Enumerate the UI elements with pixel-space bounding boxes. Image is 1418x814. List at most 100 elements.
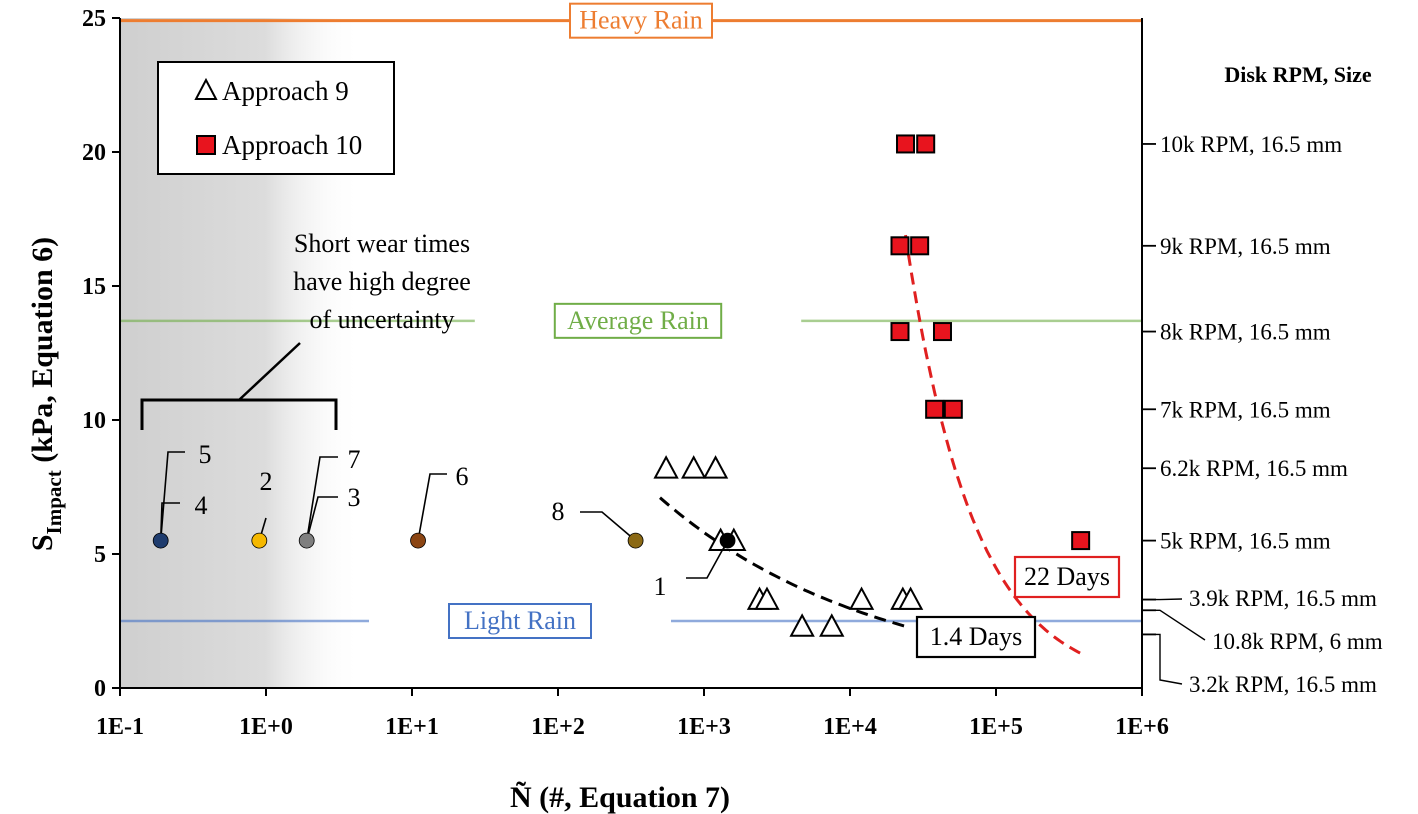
approach-9-point <box>789 613 815 637</box>
approach-9-point <box>897 586 924 610</box>
point-label: 8 <box>552 497 565 526</box>
point-label: 3 <box>348 483 361 512</box>
y-tick-label: 25 <box>82 6 106 32</box>
numbered-point <box>152 532 169 549</box>
approach-10-point <box>890 236 910 256</box>
numbered-point <box>410 532 426 549</box>
reference-label: Heavy Rain <box>579 6 702 35</box>
legend-triangle-marker <box>194 77 218 100</box>
x-tick-label: 1E+0 <box>239 714 293 740</box>
annotation-line: of uncertainty <box>309 305 454 334</box>
x-axis-title: Ñ (#, Equation 7) <box>510 781 730 814</box>
approach-9-point <box>848 586 875 610</box>
point-label: 5 <box>199 440 212 469</box>
point-label: 2 <box>260 467 273 496</box>
y-axis-title-main: S <box>26 534 59 551</box>
reference-label-box <box>569 2 713 39</box>
y-tick-label: 15 <box>82 274 106 300</box>
x-tick-label: 1E+6 <box>1115 714 1169 740</box>
approach-10-point <box>925 399 945 419</box>
approach-10-point <box>890 322 910 342</box>
approach-10-trend-line <box>904 234 1082 655</box>
right-axis-tick-label: 6.2k RPM, 16.5 mm <box>1160 456 1348 481</box>
right-axis-leader <box>1142 633 1183 685</box>
legend: Approach 9 Approach 10 <box>157 61 395 175</box>
reference-label: Average Rain <box>567 306 709 335</box>
x-tick-label: 1E-1 <box>96 714 144 740</box>
right-axis-tick-label: 3.2k RPM, 16.5 mm <box>1189 672 1377 697</box>
approach-10-point <box>896 134 916 154</box>
legend-entry-approach-9: Approach 9 <box>222 76 349 106</box>
y-tick-label: 10 <box>82 408 106 434</box>
point-label-leader <box>580 511 637 542</box>
point-label-leader <box>305 456 338 541</box>
approach-9-point <box>754 586 780 610</box>
approach-10-point <box>916 134 936 154</box>
y-axis-title-sub: Impact <box>42 470 66 534</box>
reference-label-box <box>553 302 723 339</box>
x-tick-label: 1E+4 <box>823 714 877 740</box>
approach-10-point <box>1071 531 1091 551</box>
point-label-leader <box>159 502 180 541</box>
right-axis-tick-label: 8k RPM, 16.5 mm <box>1160 320 1331 345</box>
approach-9-point <box>819 613 845 637</box>
trend-end-label-box <box>915 615 1037 659</box>
point-label-leader <box>159 451 185 541</box>
annotation-pointer <box>238 342 301 401</box>
text-labels: 1.4 Days 22 Days 5 4 2 7 3 6 8 1 Short wear times h… <box>140 229 1121 659</box>
reference-label-box <box>448 603 592 639</box>
approach-9-point <box>653 455 679 479</box>
approach-10-point <box>910 236 930 256</box>
approach-9-point <box>681 455 707 479</box>
right-axis-leader <box>1142 598 1183 601</box>
right-axis-tick-label: 10.8k RPM, 6 mm <box>1212 629 1383 654</box>
right-axis: Disk RPM, Size 10k RPM, 16.5 mm 9k RPM, 16… <box>1142 62 1383 697</box>
trend-end-label-box <box>1013 555 1121 599</box>
point-label: 7 <box>348 445 361 474</box>
trend-end-label: 22 Days <box>1024 562 1110 591</box>
right-axis-title: Disk RPM, Size <box>1224 62 1372 87</box>
point-label-leader <box>686 540 729 579</box>
approach-10-point <box>932 322 952 342</box>
right-axis-tick-label: 7k RPM, 16.5 mm <box>1160 397 1331 422</box>
reference-label: Light Rain <box>464 606 576 635</box>
numbered-point <box>627 532 644 549</box>
annotation-line: have high degree <box>293 267 471 296</box>
right-axis-tick-label: 10k RPM, 16.5 mm <box>1160 132 1342 157</box>
legend-square-marker <box>196 135 216 155</box>
legend-box <box>157 61 395 175</box>
right-axis-tick-label: 5k RPM, 16.5 mm <box>1160 529 1331 554</box>
y-tick-label: 0 <box>94 676 106 702</box>
numbered-point <box>298 532 315 549</box>
y-tick-label: 5 <box>94 542 106 568</box>
legend-entry-approach-10: Approach 10 <box>222 130 362 160</box>
y-axis-title-rest: (kPa, Equation 6) <box>26 237 59 470</box>
label-leaders <box>159 451 729 579</box>
approach-10-point <box>943 399 963 419</box>
right-axis-leader <box>1142 609 1206 641</box>
y-axis-title: SImpact (kPa, Equation 6) <box>26 237 66 551</box>
annotation-line: Short wear times <box>294 229 470 258</box>
x-tick-label: 1E+1 <box>385 714 439 740</box>
point-label-leader <box>305 496 338 541</box>
point-label: 4 <box>195 491 208 520</box>
numbered-point <box>719 532 736 549</box>
x-tick-label: 1E+2 <box>531 714 585 740</box>
right-axis-tick-label: 3.9k RPM, 16.5 mm <box>1189 586 1377 611</box>
approach-9-point <box>702 455 729 479</box>
trend-lines <box>659 234 1082 655</box>
y-tick-label: 20 <box>82 140 106 166</box>
numbered-point <box>251 532 268 549</box>
x-tick-label: 1E+3 <box>677 714 731 740</box>
x-tick-label: 1E+5 <box>969 714 1023 740</box>
approach-9-trend-line <box>659 496 909 629</box>
point-label: 1 <box>654 572 667 601</box>
data-points <box>152 134 1091 637</box>
point-label-leader <box>417 473 447 541</box>
right-axis-tick-label: 9k RPM, 16.5 mm <box>1160 234 1331 259</box>
trend-end-label: 1.4 Days <box>930 622 1022 651</box>
point-label: 6 <box>456 462 469 491</box>
